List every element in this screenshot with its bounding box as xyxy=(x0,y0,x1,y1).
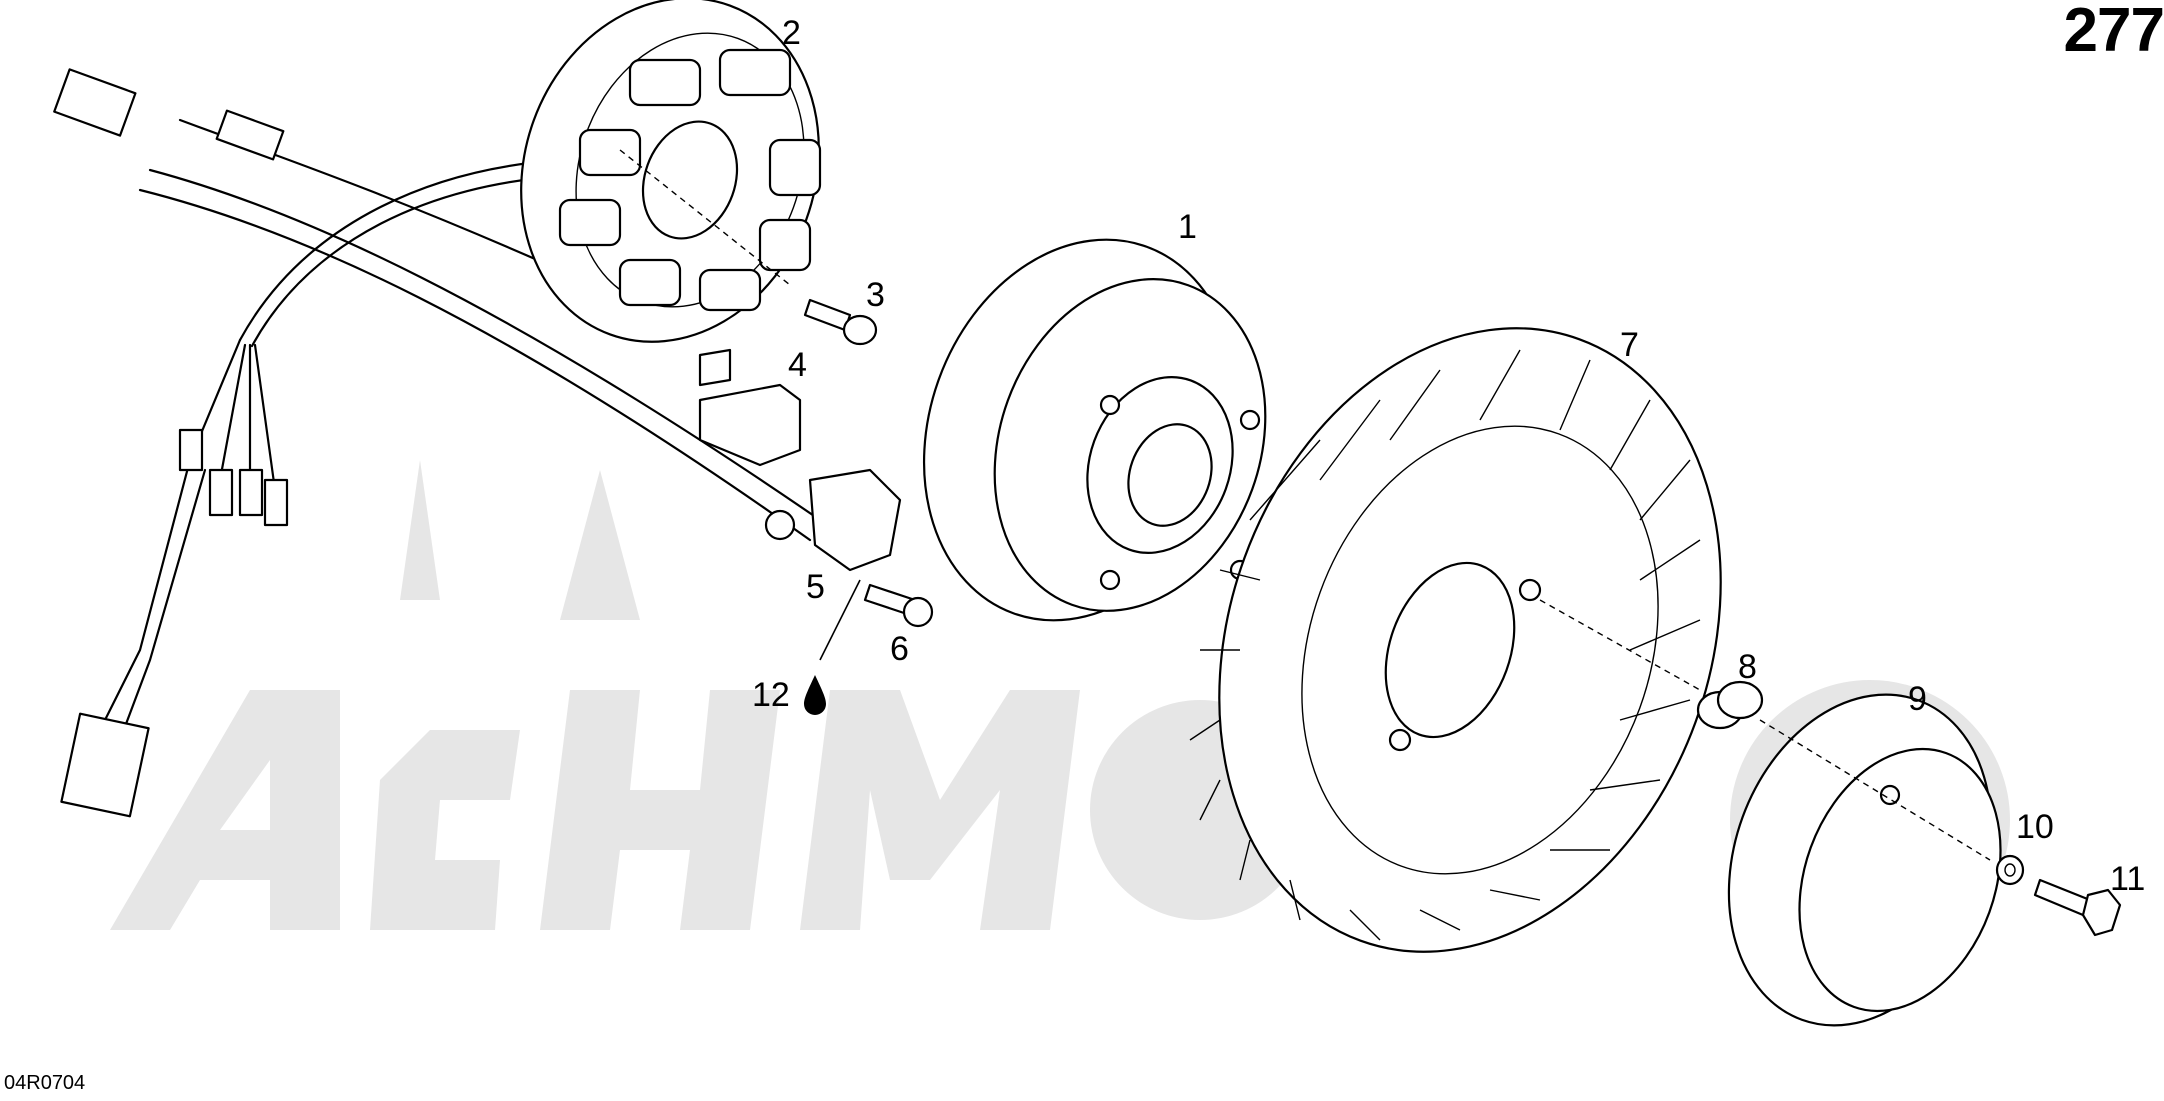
callout-1: 1 xyxy=(1178,208,1197,246)
callout-12: 12 xyxy=(752,676,790,714)
wiring-harness xyxy=(53,68,822,818)
drawing-code: 04R0704 xyxy=(4,1072,86,1094)
stator xyxy=(520,0,822,343)
starter-pulley xyxy=(1727,693,2002,1027)
callout-7: 7 xyxy=(1620,326,1639,364)
callout-10: 10 xyxy=(2016,808,2054,846)
page-number: 277 xyxy=(2063,0,2164,65)
callout-3: 3 xyxy=(866,276,885,314)
trigger-coil-lower xyxy=(764,468,902,572)
callout-8: 8 xyxy=(1738,648,1757,686)
spacer xyxy=(1696,680,1764,730)
stator-screw xyxy=(803,298,878,346)
pulley-bolt xyxy=(2033,878,2122,937)
coil-screw xyxy=(863,583,934,628)
callout-6: 6 xyxy=(890,630,909,668)
assembly-axis xyxy=(619,149,1991,861)
oil-drop-icon xyxy=(804,675,826,715)
trigger-coil-upper xyxy=(698,348,802,467)
callout-leaders xyxy=(819,579,861,661)
callout-5: 5 xyxy=(806,568,825,606)
callout-4: 4 xyxy=(788,346,807,384)
fan xyxy=(1189,327,1722,953)
flywheel xyxy=(922,238,1267,622)
washer xyxy=(1995,854,2025,886)
callout-2: 2 xyxy=(782,14,801,52)
callout-11: 11 xyxy=(2110,860,2146,898)
callout-9: 9 xyxy=(1908,680,1927,718)
